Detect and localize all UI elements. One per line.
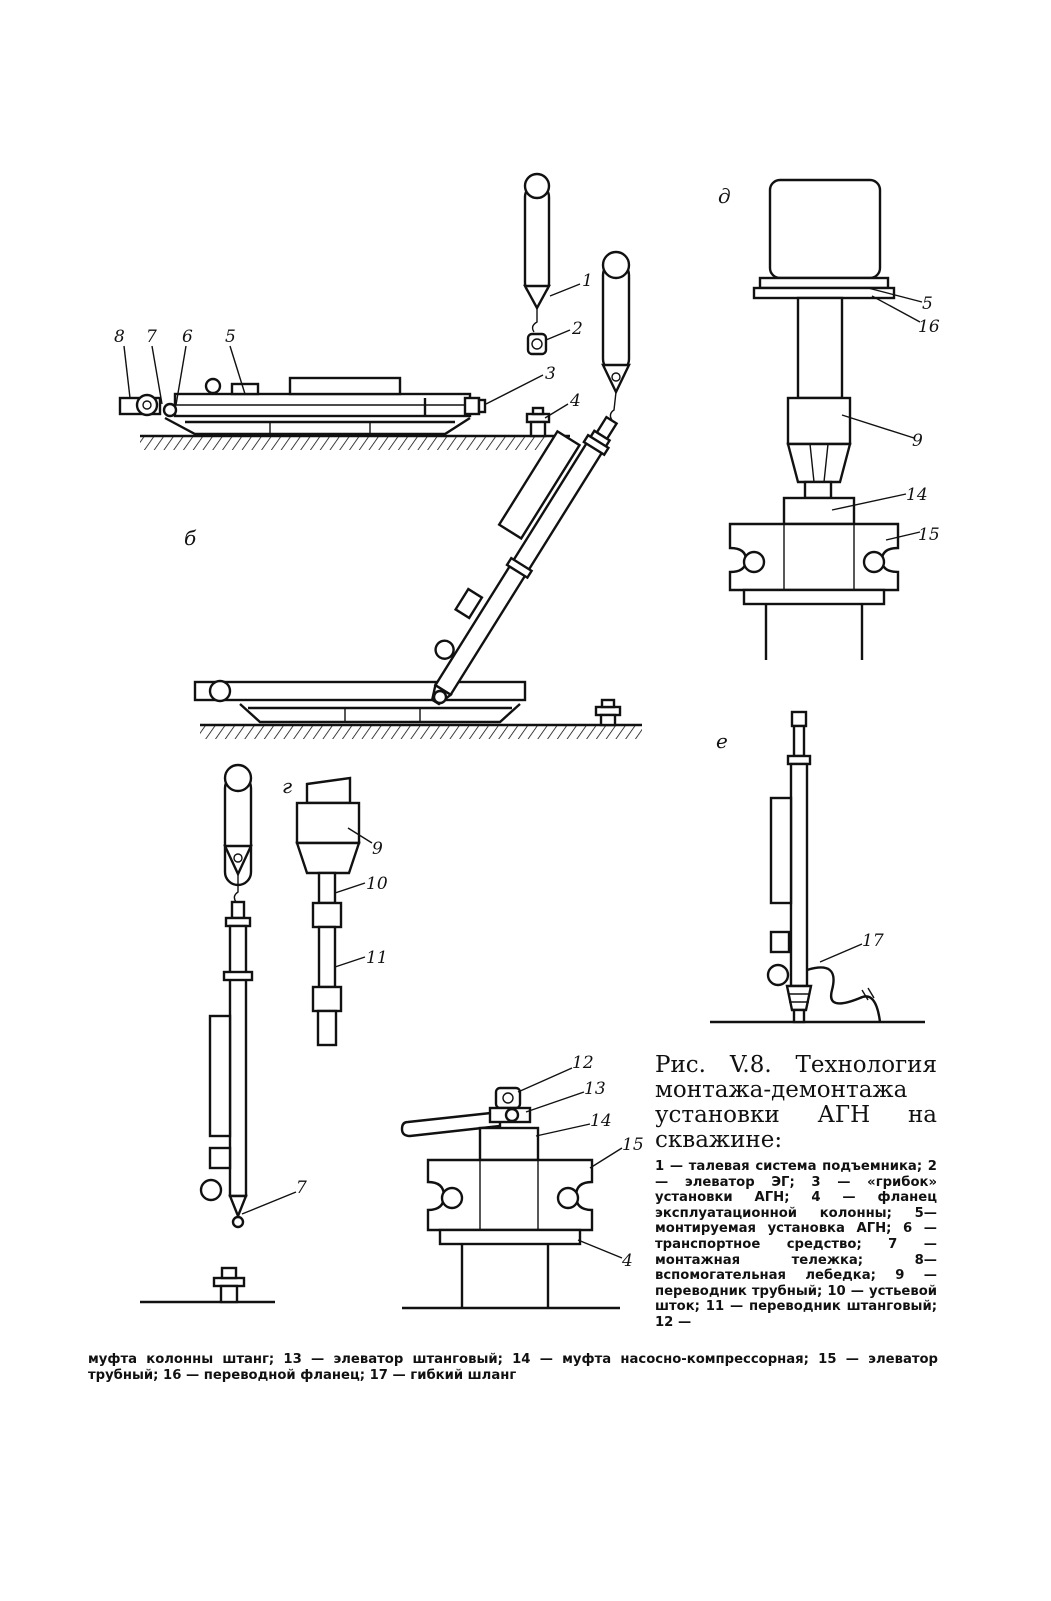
coupling-14-d — [782, 496, 856, 526]
elevator-handle — [400, 1110, 502, 1138]
trailer-runner — [164, 416, 471, 436]
label-7b: 7 — [296, 1178, 307, 1198]
label-3: 3 — [545, 364, 556, 384]
label-17: 17 — [862, 931, 884, 951]
label-15b: 15 — [622, 1135, 644, 1155]
panel-label-b: б — [184, 526, 197, 550]
tube-elevator-15-d — [728, 522, 900, 592]
mounting-trolley — [162, 402, 178, 418]
label-4b: 4 — [621, 1251, 633, 1271]
panel-b-lifting: б — [184, 250, 642, 739]
wellhead-flange-b — [594, 705, 622, 717]
flexible-hose — [806, 966, 882, 1023]
trailer-body-b — [193, 680, 527, 702]
panel-e-installed: е 17 — [710, 710, 925, 1024]
rod-elevator-13 — [494, 1086, 522, 1110]
label-14: 14 — [906, 485, 928, 505]
rod-adapter — [311, 985, 343, 1013]
panel-v-vertical: 7 — [140, 763, 307, 1304]
label-11: 11 — [366, 948, 388, 968]
figure-legend-part-1: 1 — талевая система подъемника; 2 — элев… — [655, 1159, 937, 1330]
label-8: 8 — [114, 327, 125, 347]
panel-g-rod-connection: г 9 10 11 — [282, 774, 388, 1047]
figure-legend-part-2: муфта колонны штанг; 13 — элеватор штанг… — [88, 1352, 938, 1383]
figure-caption-title: Рис. V.8. Технология монтажа-демонтажа у… — [655, 1052, 937, 1153]
panel-d-flange: д 5 16 9 14 15 — [718, 178, 940, 660]
panel-rod-elevator: 12 13 14 15 4 — [400, 1053, 644, 1310]
ground-hatch-a — [140, 436, 570, 450]
label-14b: 14 — [590, 1111, 612, 1131]
label-7: 7 — [146, 327, 157, 347]
panel-label-g: г — [282, 774, 292, 798]
installed-agn-body — [789, 762, 809, 988]
label-9: 9 — [372, 839, 383, 859]
wellhead-rod — [317, 871, 337, 905]
label-13: 13 — [584, 1079, 606, 1099]
hoist-block-a — [523, 183, 551, 297]
vertical-agn-body — [228, 924, 248, 1198]
panel-a-transport: 1 2 3 4 8 7 6 5 — [114, 172, 593, 450]
label-9b: 9 — [912, 431, 923, 451]
panel-label-e: е — [716, 729, 728, 753]
label-16: 16 — [918, 317, 940, 337]
agn-motor-box — [288, 376, 402, 396]
adapter-flange-16 — [758, 276, 890, 290]
label-2: 2 — [571, 319, 583, 339]
tilted-agn-unit — [430, 415, 619, 706]
agn-unit-top-d — [768, 178, 882, 280]
tube-adapter-9-g — [295, 801, 361, 845]
label-1: 1 — [582, 271, 593, 291]
label-5: 5 — [225, 327, 236, 347]
coupling-14 — [478, 1126, 540, 1162]
wellhead-flange-4 — [438, 1228, 582, 1246]
label-4: 4 — [569, 391, 581, 411]
label-6: 6 — [182, 327, 193, 347]
label-10: 10 — [366, 874, 388, 894]
label-15: 15 — [918, 525, 940, 545]
label-12: 12 — [572, 1053, 594, 1073]
panel-label-d: д — [718, 184, 731, 208]
elevator-eg — [526, 332, 548, 356]
tube-adapter-9-d — [786, 396, 852, 446]
tube-elevator-15 — [426, 1158, 594, 1232]
label-5b: 5 — [922, 294, 933, 314]
ground-hatch-b — [200, 725, 642, 739]
